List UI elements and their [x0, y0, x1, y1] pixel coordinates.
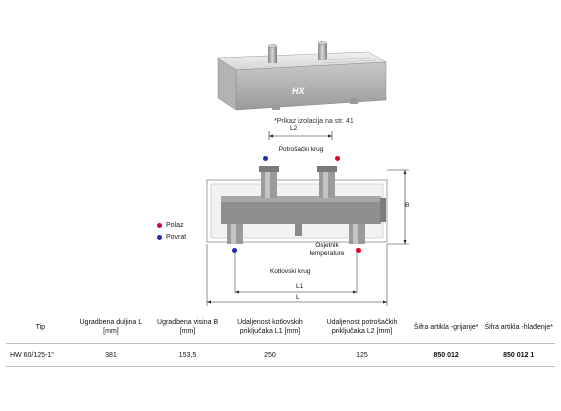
col-header-sifra-hladenje: Šifra artikla -hlađenje* — [484, 323, 553, 331]
legend-povrat: Povrat — [157, 234, 186, 241]
povrat-dot-top — [263, 156, 268, 161]
polaz-dot-top — [335, 156, 340, 161]
col-header-l1: Udaljenost kotlovskih priključaka L1 [mm… — [237, 319, 303, 335]
legend: Polaz Povrat — [157, 222, 186, 241]
col-header-l2: Udaljenost potrošačkih priključaka L2 [m… — [326, 319, 398, 335]
cell-l1: 250 — [225, 343, 315, 367]
kotlovski-krug-label: Kotlovski krug — [270, 268, 311, 275]
cell-duljina: 381 — [72, 343, 150, 367]
potrosacki-krug-label: Potrošački krug — [278, 146, 324, 153]
manifold-logo: HX — [292, 86, 305, 96]
col-header-visina: Ugradbena visina B [mm] — [157, 319, 219, 335]
manifold-front-drawing — [206, 166, 409, 306]
dimension-l1-label: L1 — [296, 283, 304, 290]
cell-sifra-grijanje: 850 012 — [409, 343, 483, 367]
povrat-dot-bottom — [232, 248, 237, 253]
col-header-tip: Tip — [35, 323, 46, 331]
dimension-l2-label: L2 — [290, 125, 298, 132]
table-header-row: Tip Ugradbena duljina L [mm] Ugradbena v… — [6, 313, 555, 344]
col-header-sifra-grijanje: Šifra artikla -grijanje* — [413, 323, 479, 331]
polaz-dot-bottom — [356, 248, 361, 253]
cell-visina: 153,5 — [149, 343, 226, 367]
legend-polaz-label: Polaz — [166, 222, 184, 229]
cell-tip: HW 60/125-1" — [6, 343, 73, 367]
polaz-legend-dot — [157, 223, 162, 228]
dimension-l2 — [268, 131, 333, 140]
specification-table: Tip Ugradbena duljina L [mm] Ugradbena v… — [6, 313, 555, 367]
dimension-b-label: B — [405, 202, 410, 209]
cell-sifra-hladenje: 850 012 1 — [482, 343, 555, 367]
dimension-l-label: L — [296, 294, 300, 301]
cell-l2: 125 — [314, 343, 410, 367]
insulation-note: *Prikaz izolacija na str. 41 — [274, 118, 354, 125]
povrat-legend-dot — [157, 235, 162, 240]
col-header-duljina: Ugradbena duljina L [mm] — [79, 319, 143, 335]
table-row: HW 60/125-1" 381 153,5 250 125 850 012 8… — [6, 343, 555, 367]
osjetnik-label: Osjetnik temperature — [309, 242, 345, 257]
legend-polaz: Polaz — [157, 222, 186, 229]
manifold-3d-illustration: HX — [217, 41, 387, 111]
legend-povrat-label: Povrat — [166, 234, 187, 241]
